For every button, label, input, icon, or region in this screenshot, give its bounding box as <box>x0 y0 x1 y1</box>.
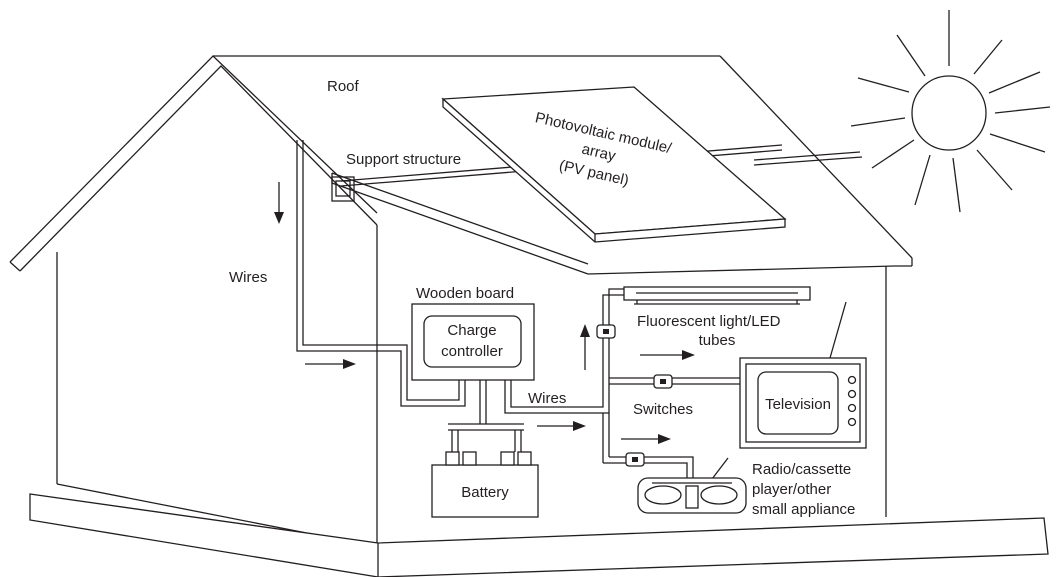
fluorescent-label-line1: Fluorescent light/LED <box>637 313 781 330</box>
roof-label: Roof <box>327 78 360 95</box>
fluorescent-label-line2: tubes <box>699 332 736 349</box>
battery-label: Battery <box>461 484 509 501</box>
support-structure-label: Support structure <box>346 151 461 168</box>
wire-roof-to-board <box>296 140 466 407</box>
wires-label-middle: Wires <box>528 390 566 407</box>
arrow-icon <box>537 421 586 431</box>
wires-label-left: Wires <box>229 269 267 286</box>
wire-board-to-battery <box>448 380 524 452</box>
wire-board-to-loads <box>504 288 740 478</box>
switch-light <box>596 324 616 339</box>
arrow-icon <box>580 324 590 370</box>
pv-panel <box>441 86 787 243</box>
switch-tv <box>653 374 673 389</box>
switches-label: Switches <box>633 401 693 418</box>
radio-label-line1: Radio/cassette <box>752 461 851 478</box>
battery <box>431 451 539 518</box>
television <box>739 301 867 449</box>
television-label: Television <box>765 396 831 413</box>
arrow-icon <box>621 434 671 444</box>
fluorescent-tube <box>623 286 811 305</box>
switch-radio <box>625 452 645 467</box>
arrow-icon <box>274 182 284 224</box>
sun-icon <box>850 10 1051 213</box>
arrow-icon <box>305 359 356 369</box>
radio-label-line3: small appliance <box>752 501 855 518</box>
charge-controller-label-line2: controller <box>441 343 503 360</box>
wooden-board-label: Wooden board <box>416 285 514 302</box>
house <box>9 55 1049 577</box>
arrow-icon <box>640 350 695 360</box>
charge-controller <box>423 315 522 368</box>
charge-controller-label-line1: Charge <box>447 322 496 339</box>
radio-label-line2: player/other <box>752 481 831 498</box>
radio <box>637 457 747 514</box>
